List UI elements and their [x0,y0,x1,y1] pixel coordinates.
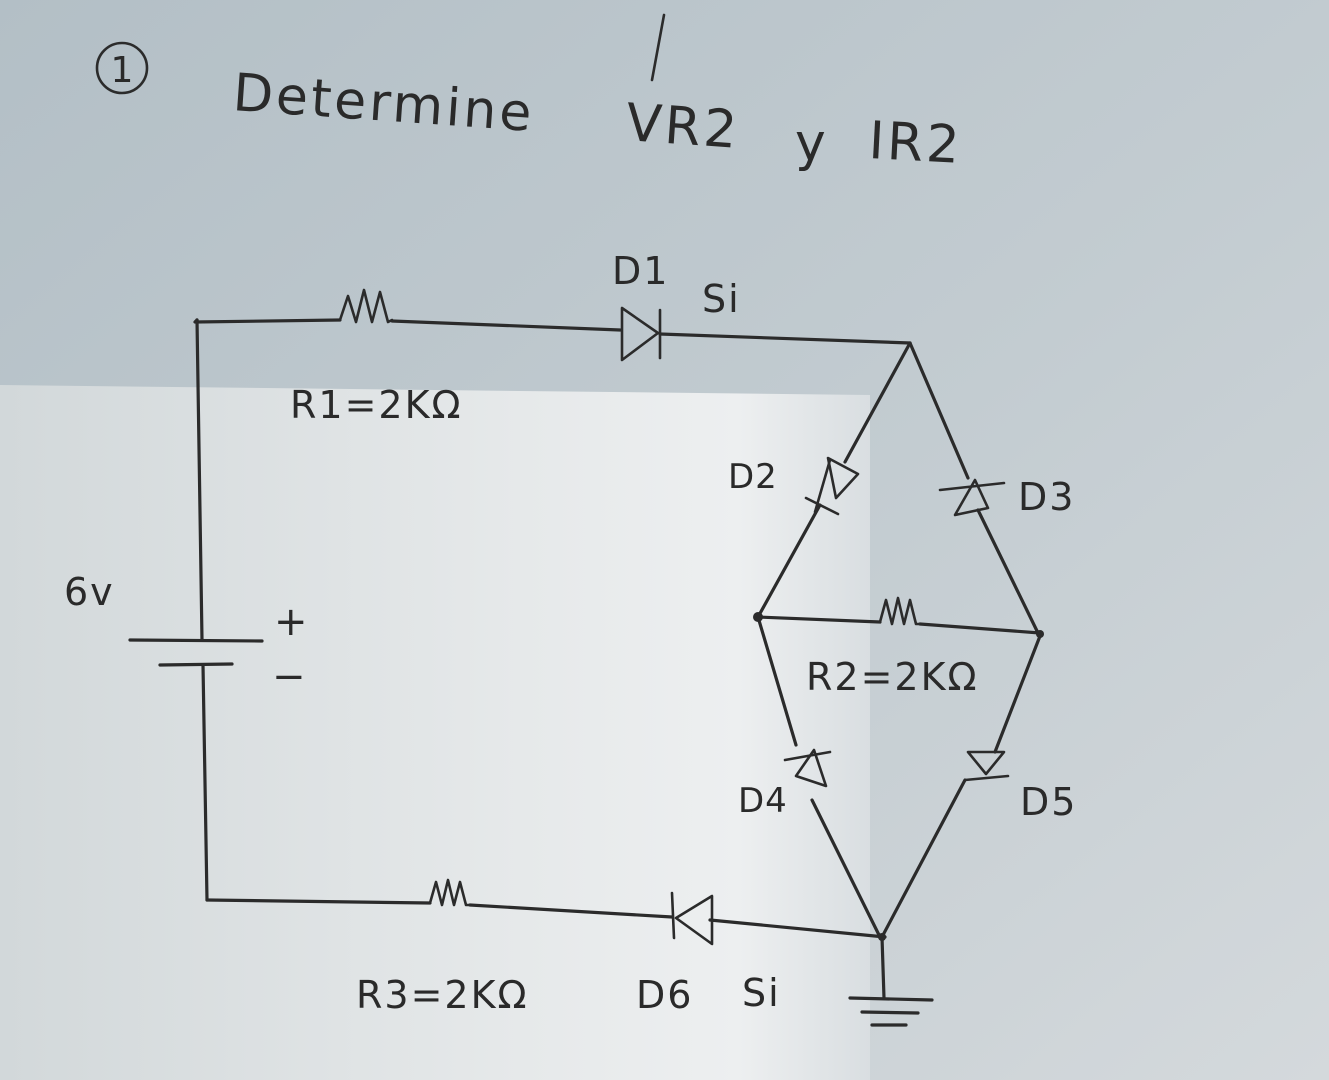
d3-label: D3 [1018,475,1075,519]
resistor-r1: R1=2KΩ [290,288,463,427]
d5-label: D5 [1020,780,1077,824]
d6-label: D6 [636,973,693,1017]
d6-material: Si [742,971,781,1015]
r2-label: R2=2KΩ [806,655,979,699]
wire-bottom-left [205,898,432,905]
wires [193,318,912,939]
node-b-dot [753,612,763,622]
wire-top-left [193,318,342,324]
problem-number: 1 [111,50,134,91]
diode-d4: D4 [738,748,832,821]
diode-d5: D5 [963,750,1077,824]
wire-d1-to-node-a [658,332,912,345]
wire-r1-to-d1 [390,319,622,332]
battery-short-plate [158,662,234,667]
battery-long-plate [128,638,264,643]
title-conjunction: y [795,113,829,173]
d1-material: Si [702,277,741,321]
d4-label: D4 [738,781,788,821]
ground-icon [848,996,934,1027]
r3-label: R3=2KΩ [356,973,529,1017]
wire-d6-to-node-d [708,918,887,939]
battery-voltage-label: 6v [64,570,115,614]
battery-6v: 6v + − [64,570,308,700]
diode-d1: D1 Si [612,249,741,362]
r1-label: R1=2KΩ [290,383,463,427]
diode-d2: D2 [728,456,860,516]
title-i-label: IR2 [867,111,964,176]
title-v-label: VR2 [624,93,742,161]
resistor-r3: R3=2KΩ [356,878,529,1017]
wire-r3-to-d6 [468,903,674,919]
wire-left-lower [201,663,209,902]
node-c-dot [1036,630,1044,638]
problem-number-circle [95,41,149,95]
bridge-network [753,341,1044,1000]
d1-label: D1 [612,249,669,293]
wire-left-upper [195,318,204,642]
d2-label: D2 [728,457,778,497]
diode-d6: D6 Si [636,891,781,1017]
diode-d3: D3 [938,475,1075,519]
paper-light-region [0,385,870,1080]
battery-plus-sign: + [274,599,308,645]
node-d-dot [878,933,886,941]
resistor-r2: R2=2KΩ [806,596,979,699]
battery-minus-sign: − [272,654,306,700]
title-tick-mark [650,13,666,82]
